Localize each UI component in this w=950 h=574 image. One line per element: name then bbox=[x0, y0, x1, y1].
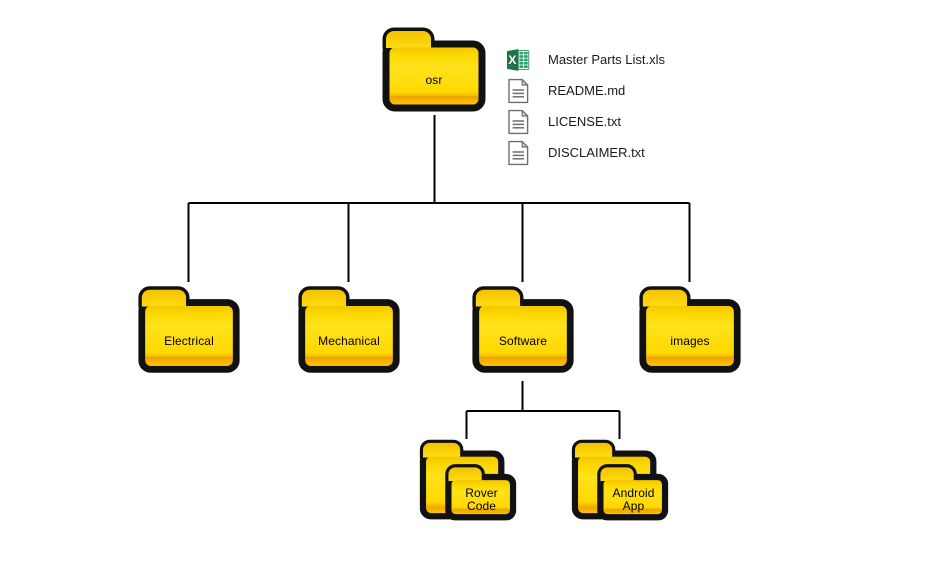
file-name: LICENSE.txt bbox=[548, 114, 621, 129]
file-name: README.md bbox=[548, 83, 626, 98]
root-file-list: X Master Parts List.xls README.md bbox=[505, 44, 665, 168]
folder-node-images[interactable]: images bbox=[634, 283, 746, 379]
file-row-disclaimer[interactable]: DISCLAIMER.txt bbox=[505, 137, 665, 168]
folder-node-osr[interactable]: osr bbox=[377, 26, 491, 116]
text-file-icon bbox=[508, 78, 529, 103]
svg-text:X: X bbox=[508, 53, 516, 67]
file-row-master-parts-list[interactable]: X Master Parts List.xls bbox=[505, 44, 665, 75]
text-file-icon bbox=[508, 140, 529, 165]
excel-file-icon: X bbox=[507, 48, 530, 71]
text-file-icon bbox=[508, 109, 529, 134]
file-row-readme[interactable]: README.md bbox=[505, 75, 665, 106]
folder-node-android-app[interactable]: Android App bbox=[568, 438, 672, 526]
file-name: Master Parts List.xls bbox=[548, 52, 666, 67]
folder-icon bbox=[639, 286, 741, 373]
nested-folder-icon bbox=[571, 439, 669, 521]
folder-icon bbox=[382, 27, 486, 112]
folder-node-software[interactable]: Software bbox=[467, 283, 579, 379]
folder-node-rover-code[interactable]: Rover Code bbox=[416, 438, 520, 526]
folder-icon bbox=[298, 286, 400, 373]
file-row-license[interactable]: LICENSE.txt bbox=[505, 106, 665, 137]
nested-folder-icon bbox=[419, 439, 517, 521]
folder-icon bbox=[138, 286, 240, 373]
folder-icon bbox=[472, 286, 574, 373]
folder-node-mechanical[interactable]: Mechanical bbox=[293, 283, 405, 379]
file-name: DISCLAIMER.txt bbox=[548, 145, 645, 160]
folder-node-electrical[interactable]: Electrical bbox=[133, 283, 245, 379]
